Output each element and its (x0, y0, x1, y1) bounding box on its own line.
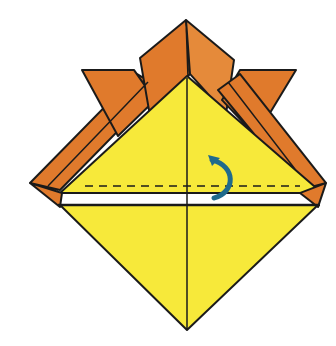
origami-fold-diagram (0, 0, 336, 346)
